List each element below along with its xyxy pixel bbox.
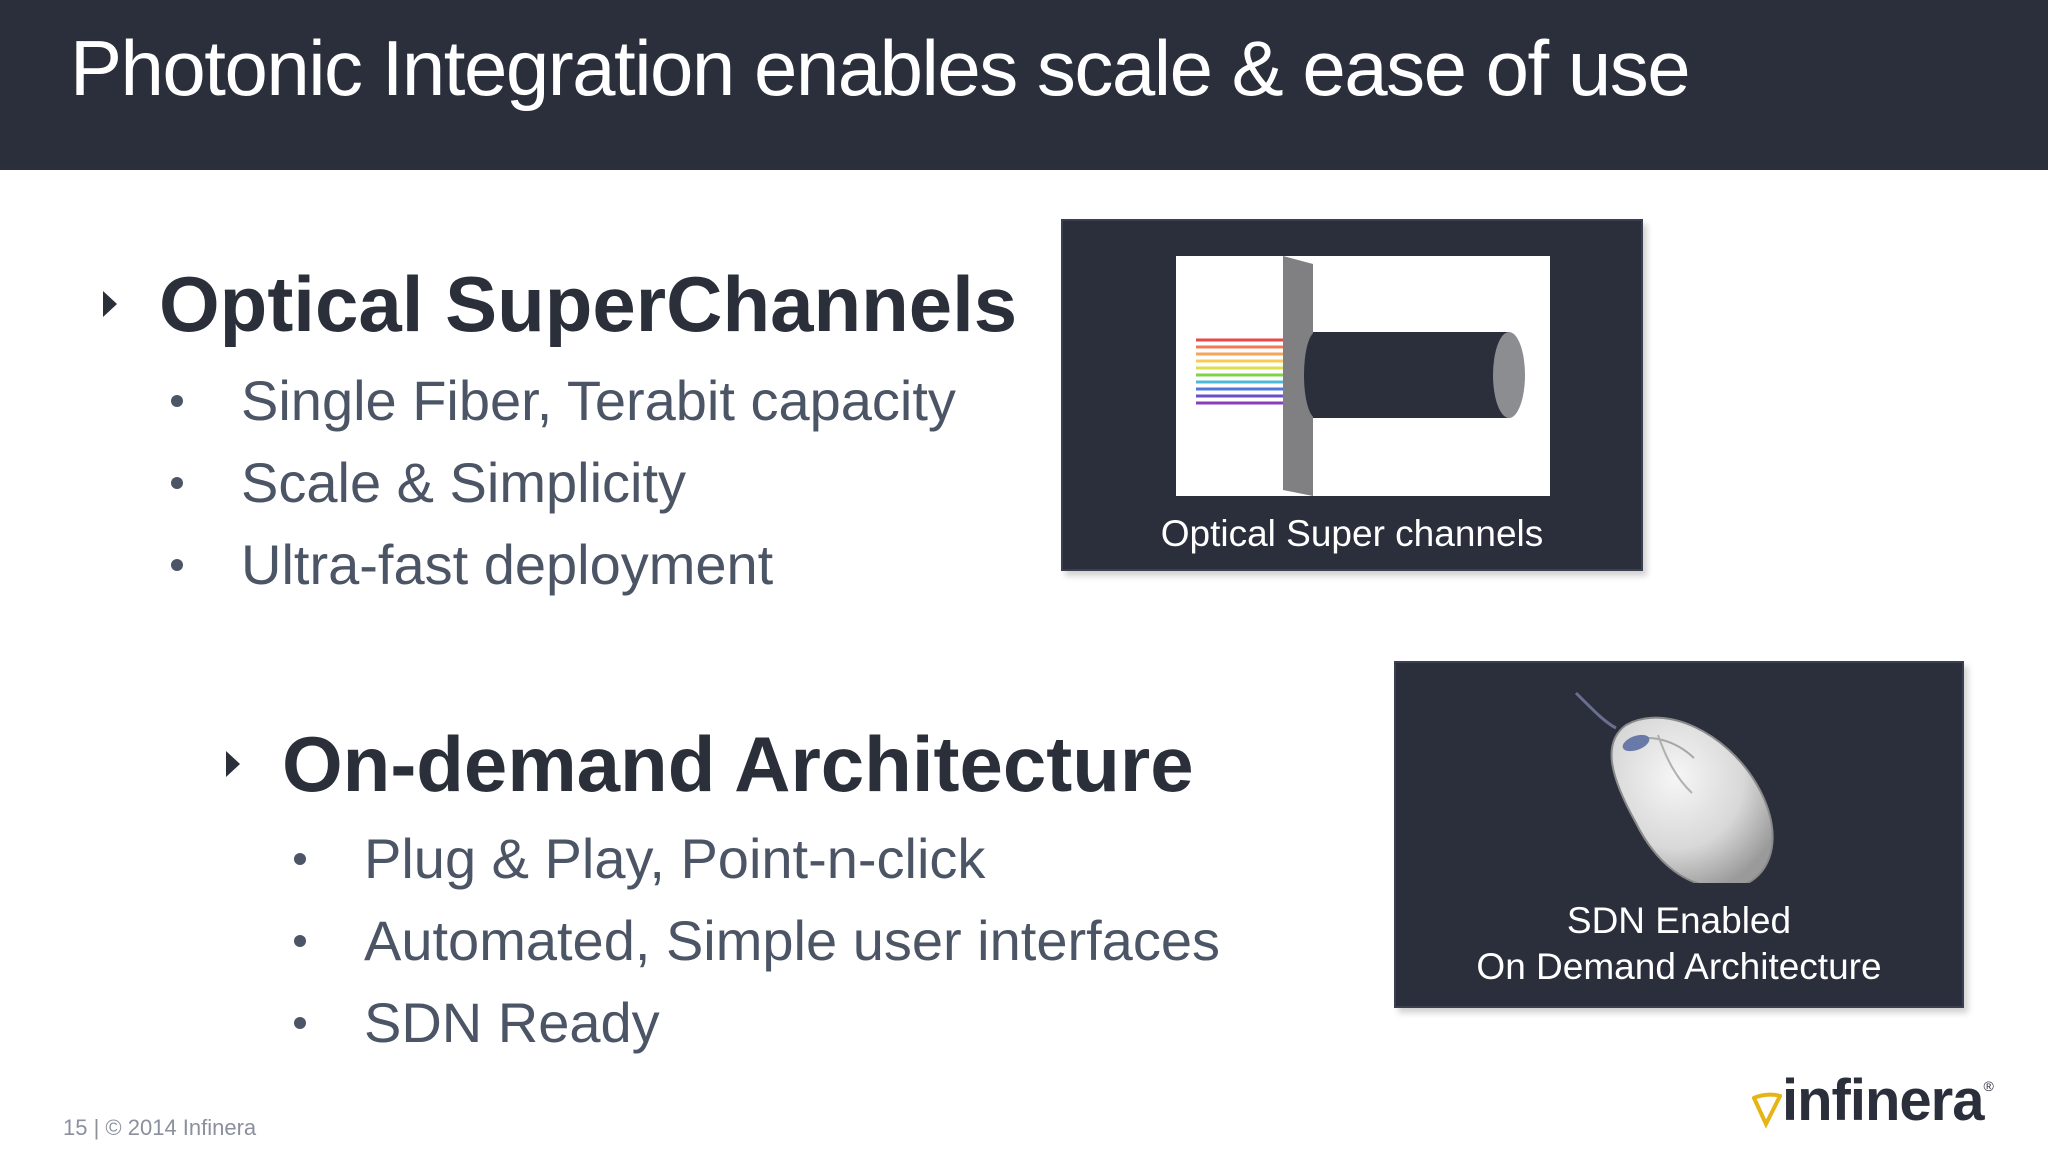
panel-caption: Optical Super channels xyxy=(1160,513,1544,554)
panel-caption-line2: On Demand Architecture xyxy=(1476,946,1882,987)
bullet-text: Automated, Simple user interfaces xyxy=(364,909,1220,972)
triangle-bullet-icon xyxy=(226,751,240,777)
bullet-text: Scale & Simplicity xyxy=(241,451,687,514)
computer-mouse-icon xyxy=(1574,691,1774,883)
section-heading-on-demand-architecture: On-demand Architecture xyxy=(226,725,1194,803)
bullet-text: SDN Ready xyxy=(364,991,660,1054)
list-item: Plug & Play, Point-n-click xyxy=(288,818,1220,900)
section-heading-text: On-demand Architecture xyxy=(282,720,1194,808)
bullet-text: Single Fiber, Terabit capacity xyxy=(241,369,956,432)
section-heading-optical-superchannels: Optical SuperChannels xyxy=(103,265,1017,343)
title-bar: Photonic Integration enables scale & eas… xyxy=(0,0,2048,170)
bullet-text: Ultra-fast deployment xyxy=(241,533,774,596)
bullet-dot-icon xyxy=(294,853,306,865)
fiber-illustration xyxy=(1176,256,1550,496)
bullet-list-optical: Single Fiber, Terabit capacity Scale & S… xyxy=(165,360,956,606)
list-item: Automated, Simple user interfaces xyxy=(288,900,1220,982)
list-item: Scale & Simplicity xyxy=(165,442,956,524)
bullet-dot-icon xyxy=(171,559,183,571)
sdn-panel: SDN Enabled On Demand Architecture xyxy=(1394,661,1964,1008)
optical-superchannels-panel: Optical Super channels xyxy=(1061,219,1643,571)
bullet-text: Plug & Play, Point-n-click xyxy=(364,827,986,890)
list-item: SDN Ready xyxy=(288,982,1220,1064)
list-item: Single Fiber, Terabit capacity xyxy=(165,360,956,442)
panel-caption-line1: SDN Enabled xyxy=(1566,900,1792,941)
triangle-bullet-icon xyxy=(103,291,117,317)
infinera-logo-mark-icon xyxy=(1752,1092,1782,1129)
bullet-dot-icon xyxy=(294,1017,306,1029)
bullet-dot-icon xyxy=(171,395,183,407)
footer-page-info: 15 | © 2014 Infinera xyxy=(63,1115,257,1140)
infinera-logo: infinera ® xyxy=(1752,1072,1994,1130)
logo-wordmark: infinera xyxy=(1782,1068,1984,1133)
section-heading-text: Optical SuperChannels xyxy=(159,260,1018,348)
registered-mark: ® xyxy=(1983,1078,1994,1094)
bullet-list-on-demand: Plug & Play, Point-n-click Automated, Si… xyxy=(288,818,1220,1064)
bullet-dot-icon xyxy=(294,935,306,947)
fiber-bundle-icon xyxy=(1196,256,1525,496)
list-item: Ultra-fast deployment xyxy=(165,524,956,606)
bullet-dot-icon xyxy=(171,477,183,489)
slide-title: Photonic Integration enables scale & eas… xyxy=(70,24,1691,112)
